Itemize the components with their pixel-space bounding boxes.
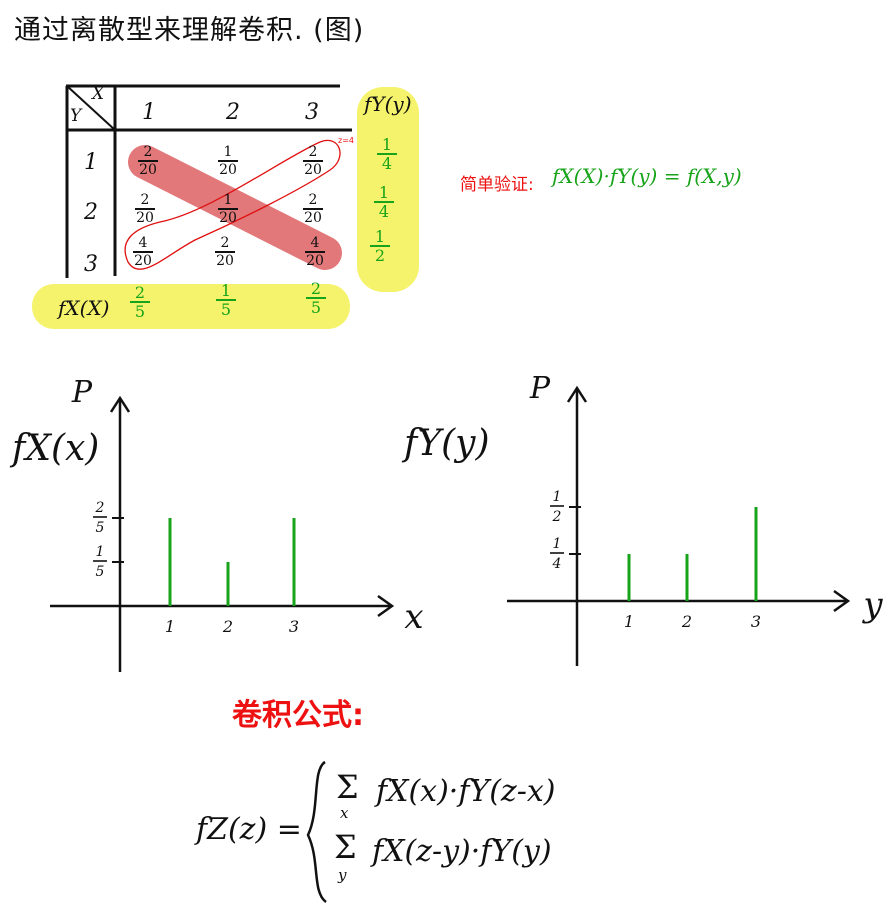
chart1-x-tick-label-2: 2: [222, 617, 233, 636]
chart1-title: fX(x): [12, 428, 100, 469]
verify-prefix: 简单验证:: [460, 175, 534, 195]
x-header-1: 1: [142, 100, 156, 125]
convolution-lhs: fZ(z) =: [196, 812, 302, 847]
diagonal-band: [128, 145, 342, 270]
chart2-y-tick-num-2: 1: [553, 489, 562, 505]
chart2-x-tick-label-3: 3: [751, 612, 761, 631]
chart2-y-axis-label: P: [529, 371, 551, 406]
chart2-y-arrow: [566, 385, 588, 403]
y-header-2: 2: [84, 200, 98, 225]
sum-symbol-2: Σ: [334, 828, 357, 866]
chart1-y-tick-den-2: 5: [96, 520, 105, 536]
y-header-1: 1: [84, 150, 98, 175]
chart2-x-tick-label-2: 2: [681, 612, 692, 631]
z4-loop: [124, 139, 341, 270]
left-brace: [306, 760, 327, 904]
chart2-x-tick-label-1: 1: [624, 612, 634, 631]
chart2-y-tick-num-1: 1: [553, 536, 562, 552]
chart2-y-tick-den-1: 4: [552, 556, 562, 572]
chart1-y-tick-num-2: 2: [95, 500, 105, 516]
fy-header: fY(y): [364, 92, 412, 116]
convolution-heading: 卷积公式:: [232, 698, 364, 733]
chart1-y-arrow: [109, 395, 131, 413]
sum-index-1: x: [340, 804, 349, 822]
chart2-x-axis-label: y: [861, 585, 883, 625]
page-title: 通过离散型来理解卷积. (图): [14, 15, 365, 46]
chart1-y-tick-num-1: 1: [96, 544, 105, 560]
sum-index-2: y: [338, 866, 347, 884]
corner-y-label: Y: [70, 106, 82, 126]
z-note: z=4: [338, 136, 354, 145]
chart1-y-tick-den-1: 5: [96, 564, 105, 580]
chart1-x-arrow: [377, 594, 395, 618]
chart1-x-axis-label: x: [404, 597, 423, 637]
formula-line-1: fX(x)·fY(z-x): [376, 774, 556, 809]
x-header-2: 2: [226, 100, 240, 125]
chart2-y-tick-den-2: 2: [552, 509, 562, 525]
corner-x-label: X: [92, 84, 105, 104]
chart2-title: fY(y): [404, 423, 490, 464]
fx-highlight: [32, 284, 350, 329]
table-corner-diagonal: [66, 85, 116, 131]
chart1-x-tick-label-1: 1: [165, 617, 175, 636]
chart1-x-tick-label-3: 3: [289, 617, 299, 636]
formula-line-2: fX(z-y)·fY(y): [372, 834, 552, 869]
y-header-3: 3: [84, 252, 98, 277]
sum-symbol-1: Σ: [336, 768, 359, 806]
chart1-y-axis-label: P: [71, 375, 93, 410]
fx-label: fX(X): [58, 296, 110, 320]
verify-formula: fX(X)·fY(y) = f(X,y): [552, 164, 742, 188]
chart2-x-arrow: [833, 589, 851, 613]
x-header-3: 3: [305, 100, 319, 125]
fy-highlight: [357, 87, 419, 292]
